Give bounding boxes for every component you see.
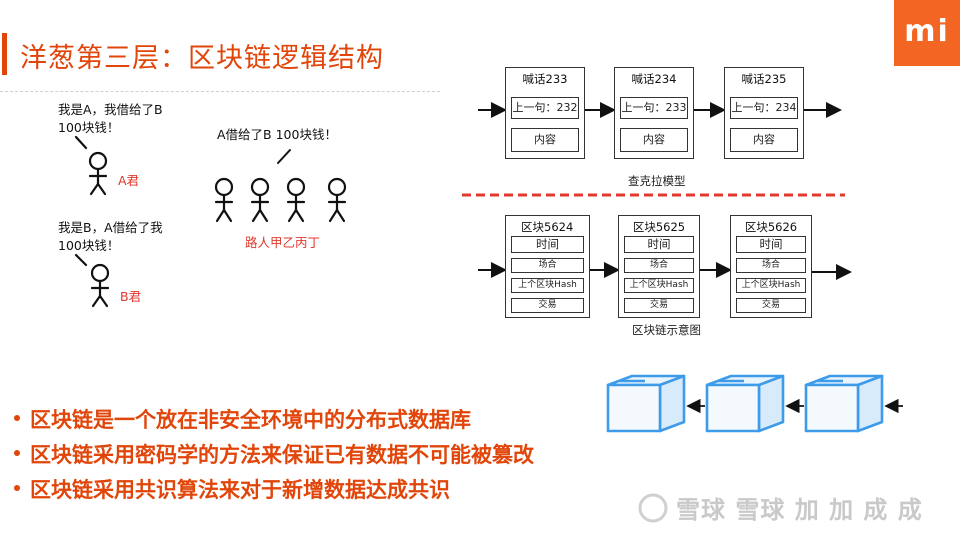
chain-block-prev-hash: 上个区块Hash — [624, 278, 694, 293]
chain-block-prev-hash: 上个区块Hash — [511, 278, 584, 293]
chain-block-place: 场合 — [736, 258, 806, 273]
watermark-text: 雪球 雪球 加 加 成 成 — [676, 496, 923, 524]
chat-block-title: 喊话233 — [522, 72, 568, 86]
person-b-speech: 我是B，A借给了我 100块钱！ — [58, 219, 163, 255]
chat-block-title: 喊话235 — [741, 72, 787, 86]
chain-block: 区块5625 时间 场合 上个区块Hash 交易 — [618, 215, 700, 318]
person-b-speech-line2: 100块钱！ — [58, 238, 120, 253]
chat-block-title: 喊话234 — [631, 72, 677, 86]
chain-block-title: 区块5626 — [744, 220, 798, 234]
title-divider — [0, 91, 440, 92]
cube-chain — [606, 374, 884, 433]
chat-block-prev: 上一句：232 — [511, 97, 579, 119]
crowd-speech: A借给了B 100块钱！ — [217, 127, 337, 142]
bullet-dot — [14, 450, 20, 456]
person-b-speech-line1: 我是B，A借给了我 — [58, 220, 163, 235]
chat-block-content: 内容 — [730, 128, 798, 152]
chain-block-tx: 交易 — [736, 298, 806, 313]
person-a-figure — [74, 135, 108, 196]
person-a-speech: 我是A，我借给了B 100块钱！ — [58, 101, 163, 137]
cube-2 — [705, 374, 785, 433]
page-title: 洋葱第三层：区块链逻辑结构 — [20, 43, 384, 74]
chat-block: 喊话235 上一句：234 内容 — [724, 67, 804, 159]
chain-block: 区块5626 时间 场合 上个区块Hash 交易 — [730, 215, 812, 318]
bullet-dot — [14, 485, 20, 491]
chat-block-content: 内容 — [620, 128, 688, 152]
title-accent-bar — [2, 33, 7, 75]
chain-block-place: 场合 — [511, 258, 584, 273]
watermark-logo-icon — [638, 493, 668, 523]
bullet-item: 区块链采用密码学的方法来保证已有数据不可能被篡改 — [12, 439, 534, 474]
chain-block-place: 场合 — [624, 258, 694, 273]
person-a-label: A君 — [118, 173, 140, 188]
logo-text: mi — [904, 14, 950, 49]
cube-1 — [606, 374, 686, 433]
bullet-list: 区块链是一个放在非安全环境中的分布式数据库 区块链采用密码学的方法来保证已有数据… — [12, 404, 534, 509]
chain-block-title: 区块5624 — [521, 220, 574, 234]
chat-block-content: 内容 — [511, 128, 579, 152]
chat-model-label: 查克拉模型 — [628, 174, 686, 188]
person-a-speech-line1: 我是A，我借给了B — [58, 102, 163, 117]
chain-block-time: 时间 — [736, 236, 806, 253]
bullet-text: 区块链是一个放在非安全环境中的分布式数据库 — [30, 408, 471, 432]
cube-3 — [804, 374, 884, 433]
crowd-figures — [214, 177, 347, 223]
person-b-label: B君 — [120, 289, 142, 304]
chain-block-tx: 交易 — [624, 298, 694, 313]
chain-block-time: 时间 — [624, 236, 694, 253]
chain-block-time: 时间 — [511, 236, 584, 253]
person-b-figure — [74, 253, 110, 308]
chat-block: 喊话234 上一句：233 内容 — [614, 67, 694, 159]
bullet-item: 区块链采用共识算法来对于新增数据达成共识 — [12, 474, 534, 509]
chain-block-title: 区块5625 — [632, 220, 686, 234]
chain-block-prev-hash: 上个区块Hash — [736, 278, 806, 293]
chat-block-prev: 上一句：234 — [730, 97, 798, 119]
bullet-item: 区块链是一个放在非安全环境中的分布式数据库 — [12, 404, 534, 439]
person-a-speech-line2: 100块钱！ — [58, 120, 120, 135]
chain-block: 区块5624 时间 场合 上个区块Hash 交易 — [505, 215, 590, 318]
bullet-dot — [14, 415, 20, 421]
bullet-text: 区块链采用密码学的方法来保证已有数据不可能被篡改 — [30, 443, 534, 467]
chat-block-prev: 上一句：233 — [620, 97, 688, 119]
mi-logo: mi — [894, 0, 960, 66]
chain-model-label: 区块链示意图 — [632, 323, 701, 337]
chat-block: 喊话233 上一句：232 内容 — [505, 67, 585, 159]
chain-model-arrows — [478, 262, 852, 280]
bullet-text: 区块链采用共识算法来对于新增数据达成共识 — [30, 478, 450, 502]
crowd-label: 路人甲乙丙丁 — [245, 235, 321, 250]
chain-block-tx: 交易 — [511, 298, 584, 313]
crowd-speech-tick — [277, 149, 291, 164]
